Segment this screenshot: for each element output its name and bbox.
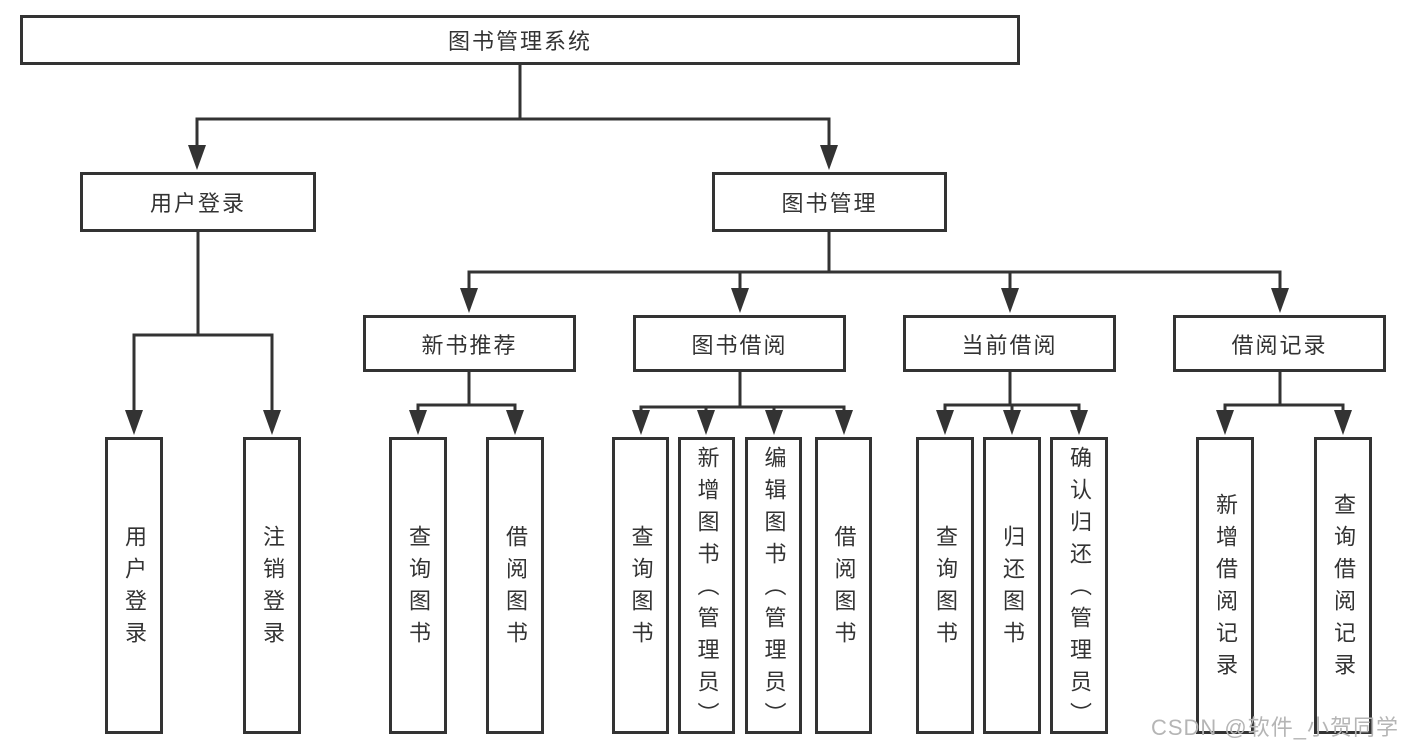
arrow-down-icon bbox=[1001, 288, 1019, 313]
arrow-down-icon bbox=[1070, 410, 1088, 435]
arrow-down-icon bbox=[1216, 410, 1234, 435]
node-confirm-return-admin: 确认归还（管理员） bbox=[1050, 437, 1108, 734]
node-book-borrowing: 图书借阅 bbox=[633, 315, 846, 372]
connector-new-book-recommendation-children bbox=[409, 370, 524, 435]
node-borrow-books-borrowing: 借阅图书 bbox=[815, 437, 872, 734]
arrow-down-icon bbox=[697, 410, 715, 435]
arrow-down-icon bbox=[632, 410, 650, 435]
connector-book-management-children bbox=[460, 230, 1289, 313]
arrow-down-icon bbox=[263, 410, 281, 435]
node-return-books: 归还图书 bbox=[983, 437, 1041, 734]
arrow-down-icon bbox=[188, 145, 206, 170]
node-current-borrowing: 当前借阅 bbox=[903, 315, 1116, 372]
node-borrowing-records: 借阅记录 bbox=[1173, 315, 1386, 372]
node-user-login-leaf: 用户登录 bbox=[105, 437, 163, 734]
connector-current-borrowing-children bbox=[936, 370, 1088, 435]
arrow-down-icon bbox=[125, 410, 143, 435]
arrow-down-icon bbox=[820, 145, 838, 170]
arrow-down-icon bbox=[409, 410, 427, 435]
arrow-down-icon bbox=[1334, 410, 1352, 435]
arrow-down-icon bbox=[835, 410, 853, 435]
arrow-down-icon bbox=[460, 288, 478, 313]
arrow-down-icon bbox=[506, 410, 524, 435]
arrow-down-icon bbox=[765, 410, 783, 435]
node-query-books-recommendation: 查询图书 bbox=[389, 437, 447, 734]
node-logout-leaf: 注销登录 bbox=[243, 437, 301, 734]
node-query-books-current: 查询图书 bbox=[916, 437, 974, 734]
node-library-management-system: 图书管理系统 bbox=[20, 15, 1020, 65]
node-borrow-books-recommendation: 借阅图书 bbox=[486, 437, 544, 734]
node-add-borrow-record: 新增借阅记录 bbox=[1196, 437, 1254, 734]
connector-borrowing-records-children bbox=[1216, 370, 1352, 435]
connector-user-login-children bbox=[125, 230, 281, 435]
node-edit-books-admin: 编辑图书（管理员） bbox=[745, 437, 802, 734]
arrow-down-icon bbox=[936, 410, 954, 435]
arrow-down-icon bbox=[1003, 410, 1021, 435]
node-add-books-admin: 新增图书（管理员） bbox=[678, 437, 735, 734]
node-query-borrow-record: 查询借阅记录 bbox=[1314, 437, 1372, 734]
node-user-login: 用户登录 bbox=[80, 172, 316, 232]
connector-root-to-level2 bbox=[188, 63, 838, 170]
arrow-down-icon bbox=[731, 288, 749, 313]
node-new-book-recommendation: 新书推荐 bbox=[363, 315, 576, 372]
node-query-books-borrowing: 查询图书 bbox=[612, 437, 669, 734]
arrow-down-icon bbox=[1271, 288, 1289, 313]
connector-book-borrowing-children bbox=[632, 370, 853, 435]
node-book-management: 图书管理 bbox=[712, 172, 947, 232]
